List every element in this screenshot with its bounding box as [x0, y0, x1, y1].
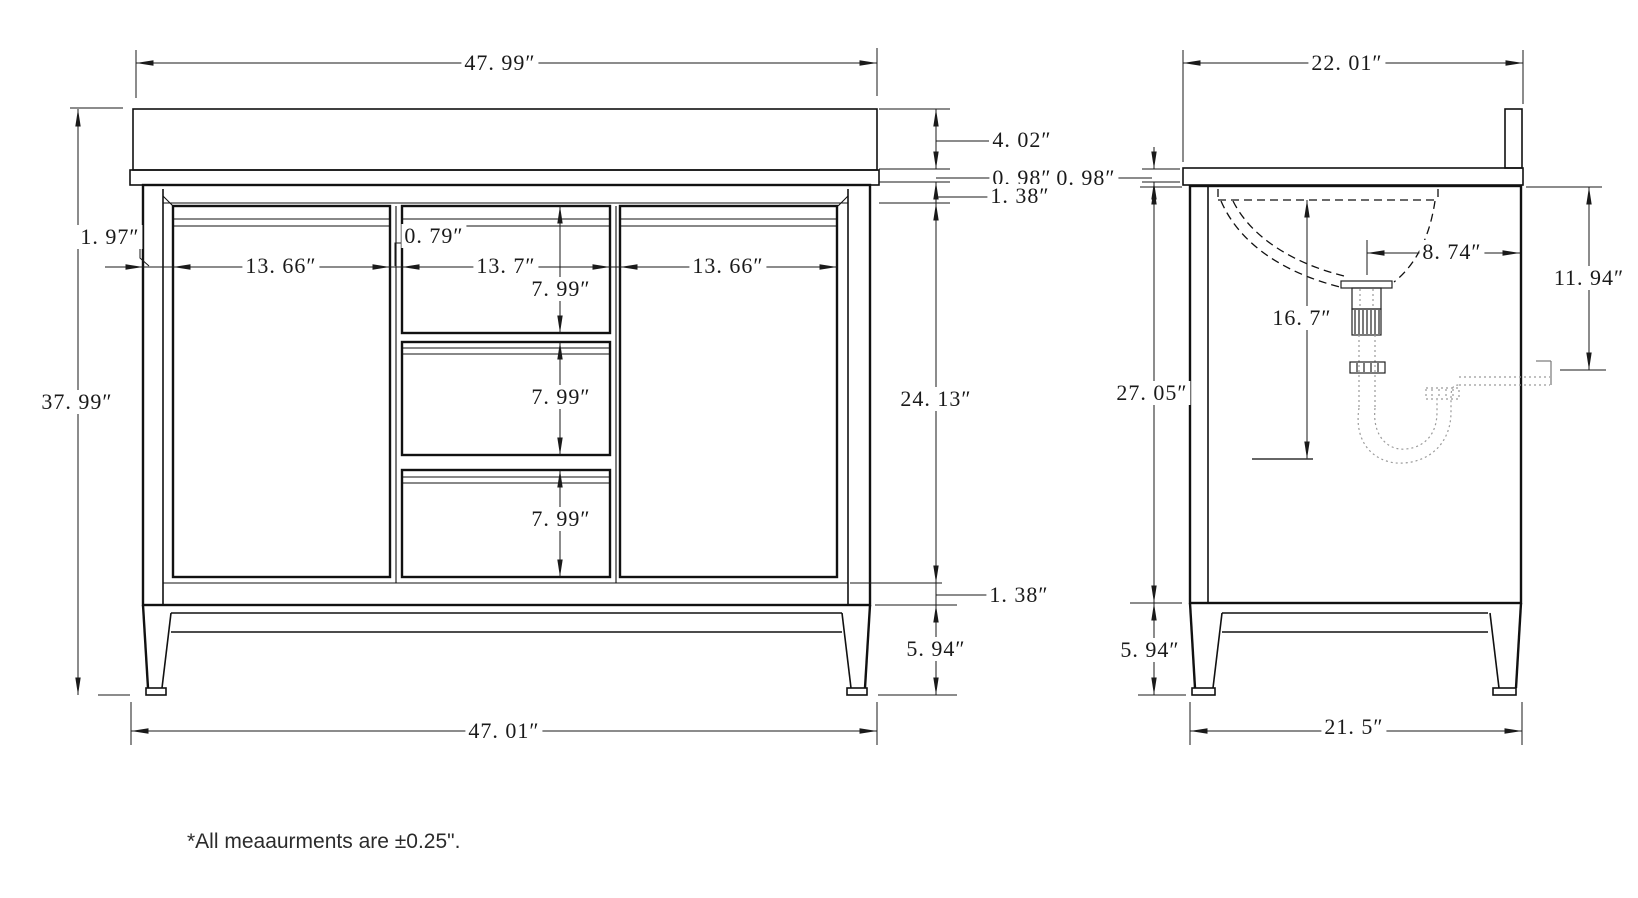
front-leg-height-dim: 5. 94″	[903, 637, 969, 661]
side-top-depth-dim: 22. 01″	[1308, 51, 1386, 75]
front-drawer1-height-dim: 7. 99″	[528, 277, 594, 301]
front-countertop	[129, 169, 880, 186]
front-backsplash	[132, 108, 878, 171]
side-sink-drain-depth-dim: 16. 7″	[1269, 306, 1335, 330]
tolerance-note: *All meaaurments are ±0.25".	[187, 830, 461, 853]
front-drawer-width-dim: 13. 7″	[473, 254, 539, 278]
side-leg-height-dim: 5. 94″	[1117, 638, 1183, 662]
front-drawer2-height-dim: 7. 99″	[528, 385, 594, 409]
side-drain-rough-in-height-dim: 11. 94″	[1550, 266, 1628, 290]
side-countertop-thickness-dim: 0. 98″	[1053, 166, 1119, 190]
side-view-drawing	[1182, 108, 1552, 696]
front-view-drawing	[129, 108, 880, 696]
front-backsplash-height-dim: 4. 02″	[989, 128, 1055, 152]
side-p-trap	[1357, 360, 1552, 464]
front-left-stile-dim: 1. 97″	[77, 225, 143, 249]
side-drain-assembly	[1340, 280, 1393, 408]
side-bottom-depth-dim: 21. 5″	[1321, 715, 1387, 739]
front-overall-height-dim: 37. 99″	[38, 390, 116, 414]
front-left-door	[171, 204, 392, 579]
side-cabinet-height-dim: 27. 05″	[1113, 381, 1191, 405]
front-top-width-dim: 47. 99″	[461, 51, 539, 75]
side-dimension-lines	[1130, 50, 1606, 745]
side-drain-offset-dim: 8. 74″	[1419, 240, 1485, 264]
front-cabinet-body	[141, 183, 872, 607]
front-legs	[141, 604, 872, 696]
front-bottom-rail-dim: 1. 38″	[986, 583, 1052, 607]
front-dimension-lines	[70, 48, 1152, 745]
front-drawer-3	[400, 468, 612, 579]
front-top-rail-dim: 1. 38″	[987, 184, 1053, 208]
side-sink-bowl-outline	[1217, 189, 1439, 288]
front-opening-height-dim: 24. 13″	[897, 387, 975, 411]
front-bottom-width-dim: 47. 01″	[465, 719, 543, 743]
side-countertop	[1182, 167, 1524, 186]
front-right-door	[618, 204, 839, 579]
front-right-door-width-dim: 13. 66″	[689, 254, 767, 278]
side-legs	[1188, 602, 1523, 696]
front-drawer3-height-dim: 7. 99″	[528, 507, 594, 531]
front-divider-dim: 0. 79″	[401, 224, 467, 248]
front-left-door-width-dim: 13. 66″	[242, 254, 320, 278]
front-drawer-2	[400, 340, 612, 457]
side-backsplash	[1504, 108, 1523, 169]
